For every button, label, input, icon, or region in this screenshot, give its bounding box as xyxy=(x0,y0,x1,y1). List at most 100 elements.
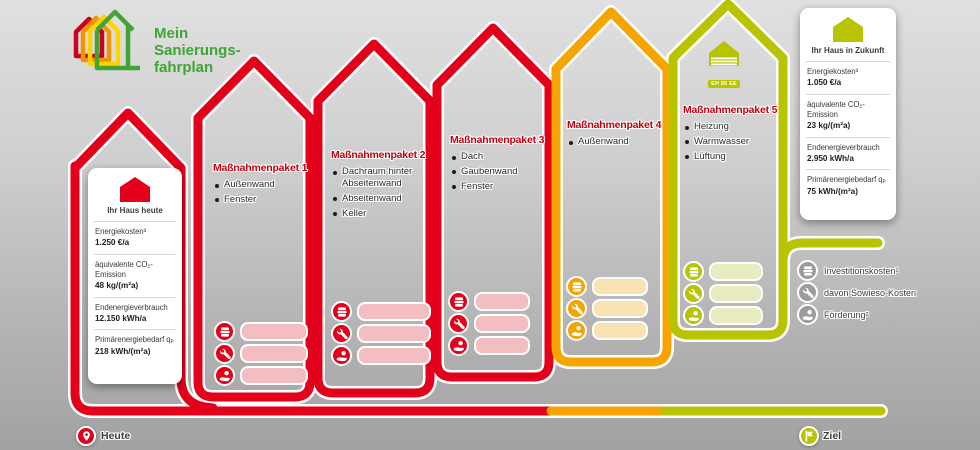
wrench-icon xyxy=(331,323,352,344)
package-item: Fenster xyxy=(450,181,550,193)
cost-chip-row xyxy=(448,313,530,334)
metric-value: 1.250 €/a xyxy=(95,238,130,248)
coins-icon xyxy=(331,301,352,322)
cost-chip-row xyxy=(683,305,763,326)
package-item: Dach xyxy=(450,151,550,163)
house-future-box: Ihr Haus in Zukunft Energiekosten³ 1.050… xyxy=(800,8,896,220)
cost-chip-row xyxy=(214,365,308,386)
metric-label: Energiekosten³ xyxy=(807,67,859,76)
value-pill xyxy=(709,284,763,303)
location-pin-icon xyxy=(82,431,90,441)
coins-icon xyxy=(566,276,587,297)
cost-legend: Investitionskosten¹ davon Sowieso-Kosten… xyxy=(797,260,916,326)
package-2-items: Dachraum hinter Abseitenwand Abseitenwan… xyxy=(331,166,427,220)
metric-label: Endenergieverbrauch xyxy=(807,142,880,152)
value-pill xyxy=(474,314,530,333)
value-pill xyxy=(240,344,308,363)
efficiency-house-icon: EH 85 EE xyxy=(703,40,745,90)
metric-row: Energiekosten³ 1.050 €/a xyxy=(806,61,890,94)
cost-chip-row xyxy=(214,343,308,364)
metric-row: Energiekosten³ 1.250 €/a xyxy=(94,221,176,254)
cost-chip-row xyxy=(448,291,530,312)
package-1-block: Maßnahmenpaket 1 Außenwand Fenster xyxy=(213,162,313,209)
house-outline-package-5 xyxy=(668,0,788,340)
house-today-label: Ihr Haus heute xyxy=(107,206,163,215)
metric-row: Primärenergiebedarf qₚ 75 kWh/(m²a) xyxy=(806,169,890,202)
package-5-block: Maßnahmenpaket 5 Heizung Warmwasser Lüft… xyxy=(683,104,783,166)
package-4-cost-chips xyxy=(566,276,648,342)
cost-chip-row xyxy=(566,276,648,297)
cost-chip-row xyxy=(566,320,648,341)
value-pill xyxy=(240,322,308,341)
wrench-icon xyxy=(797,282,818,303)
hand-coin-icon xyxy=(683,305,704,326)
value-pill xyxy=(357,324,431,343)
cost-chip-row xyxy=(683,283,763,304)
app-title: Mein Sanierungs- fahrplan xyxy=(154,25,241,76)
metric-value: 2.950 kWh/a xyxy=(807,153,854,163)
package-5-cost-chips xyxy=(683,261,763,327)
coins-icon xyxy=(448,291,469,312)
wrench-icon xyxy=(448,313,469,334)
green-house-icon xyxy=(833,17,863,42)
package-4-items: Außenwand xyxy=(567,136,667,148)
package-item: Keller xyxy=(331,208,427,220)
metric-row: äquivalente CO₂-Emission 23 kg/(m²a) xyxy=(806,93,890,137)
cost-chip-row xyxy=(331,345,431,366)
metric-value: 12.150 kWh/a xyxy=(95,313,147,323)
hand-coin-icon xyxy=(797,304,818,325)
package-1-cost-chips xyxy=(214,321,308,387)
hand-coin-icon xyxy=(448,335,469,356)
package-1-title: Maßnahmenpaket 1 xyxy=(213,162,308,174)
metric-label: Endenergieverbrauch xyxy=(95,302,168,312)
wrench-icon xyxy=(683,283,704,304)
metric-row: Endenergieverbrauch 2.950 kWh/a xyxy=(806,136,890,170)
flag-icon xyxy=(805,430,813,442)
value-pill xyxy=(357,346,431,365)
cost-chip-row xyxy=(566,298,648,319)
value-pill xyxy=(592,321,648,340)
legend-row: Förderung² xyxy=(797,304,916,325)
cost-chip-row xyxy=(683,261,763,282)
metric-label: Primärenergiebedarf qₚ xyxy=(95,335,174,345)
package-item: Dachraum hinter Abseitenwand xyxy=(331,166,427,190)
metric-label: Primärenergiebedarf qₚ xyxy=(807,175,886,185)
metric-label: äquivalente CO₂-Emission xyxy=(95,259,153,279)
metric-label: Energiekosten³ xyxy=(95,227,147,236)
house-outline-package-4 xyxy=(551,7,672,367)
package-item: Warmwasser xyxy=(683,136,783,148)
package-2-cost-chips xyxy=(331,301,431,367)
metric-value: 1.050 €/a xyxy=(807,78,842,88)
wrench-icon xyxy=(566,298,587,319)
efficiency-badge: EH 85 EE xyxy=(708,80,740,88)
start-marker-label: Heute xyxy=(101,430,131,442)
hand-coin-icon xyxy=(331,345,352,366)
package-4-title: Maßnahmenpaket 4 xyxy=(567,119,662,131)
metric-value: 218 kWh/(m²a) xyxy=(95,346,151,356)
house-outline-package-3 xyxy=(432,23,554,382)
metric-row: Primärenergiebedarf qₚ 218 kWh/(m²a) xyxy=(94,329,176,362)
package-3-cost-chips xyxy=(448,291,530,357)
package-item: Lüftung xyxy=(683,151,783,163)
value-pill xyxy=(357,302,431,321)
package-4-block: Maßnahmenpaket 4 Außenwand xyxy=(567,119,667,151)
legend-row: Investitionskosten¹ xyxy=(797,260,916,281)
metric-value: 75 kWh/(m²a) xyxy=(807,186,858,196)
package-item: Abseitenwand xyxy=(331,193,427,205)
package-5-title: Maßnahmenpaket 5 xyxy=(683,104,778,116)
wrench-icon xyxy=(214,343,235,364)
metric-row: äquivalente CO₂-Emission 48 kg/(m²a) xyxy=(94,253,176,297)
package-2-block: Maßnahmenpaket 2 Dachraum hinter Abseite… xyxy=(331,149,427,223)
package-item: Fenster xyxy=(213,194,313,206)
coins-icon xyxy=(214,321,235,342)
house-future-label: Ihr Haus in Zukunft xyxy=(811,46,885,55)
package-item: Außenwand xyxy=(213,179,313,191)
package-item: Gaubenwand xyxy=(450,166,550,178)
metric-value: 23 kg/(m²a) xyxy=(807,121,851,131)
cost-chip-row xyxy=(214,321,308,342)
hand-coin-icon xyxy=(566,320,587,341)
timeline-red-segment xyxy=(70,161,556,416)
value-pill xyxy=(709,262,763,281)
package-1-items: Außenwand Fenster xyxy=(213,179,313,206)
